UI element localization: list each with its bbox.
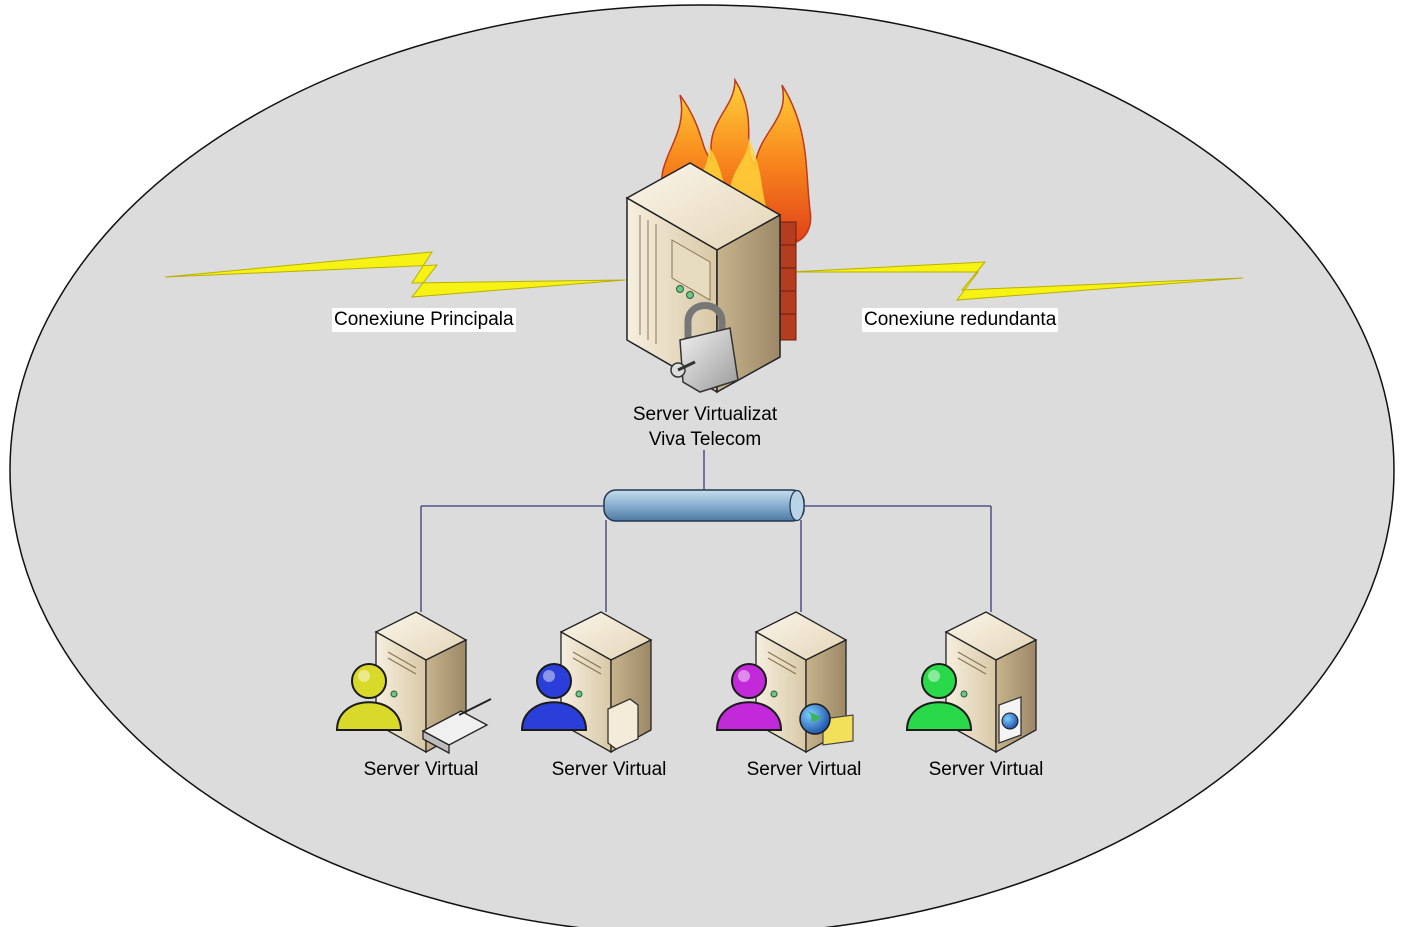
globe-folder-icon bbox=[799, 703, 854, 746]
padlock-icon bbox=[670, 302, 739, 393]
connection-redundant-label: Conexiune redundanta bbox=[862, 308, 1059, 332]
virtual-servers-group bbox=[335, 611, 1038, 755]
virtual-server-1 bbox=[335, 611, 492, 755]
main-server-title: Server Virtualizat Viva Telecom bbox=[580, 402, 830, 452]
user-icon bbox=[335, 663, 403, 731]
network-bus bbox=[603, 489, 805, 522]
connection-primary-label: Conexiune Principala bbox=[332, 308, 516, 332]
user-icon bbox=[715, 663, 783, 731]
virtual-server-label-2: Server Virtual bbox=[551, 759, 667, 780]
lightning-primary-icon bbox=[164, 251, 626, 298]
virtual-server-label-1: Server Virtual bbox=[363, 759, 479, 780]
virtual-server-label-3: Server Virtual bbox=[746, 759, 862, 780]
virtual-server-2 bbox=[520, 611, 653, 754]
user-icon bbox=[520, 663, 588, 731]
virtual-server-label-4: Server Virtual bbox=[928, 759, 1044, 780]
virtual-server-3 bbox=[715, 611, 854, 754]
main-server bbox=[625, 77, 812, 394]
lightning-redundant-icon bbox=[789, 261, 1244, 301]
network-boundary-ellipse bbox=[9, 4, 1395, 927]
user-icon bbox=[905, 663, 973, 731]
server-tower-icon bbox=[625, 162, 782, 394]
virtual-server-4 bbox=[905, 611, 1038, 754]
web-document-icon bbox=[998, 696, 1022, 744]
printer-icon bbox=[421, 698, 492, 755]
link-lines bbox=[420, 450, 992, 612]
main-server-title-line2: Viva Telecom bbox=[648, 429, 762, 450]
file-icon bbox=[607, 698, 639, 750]
main-server-title-line1: Server Virtualizat bbox=[632, 404, 778, 425]
